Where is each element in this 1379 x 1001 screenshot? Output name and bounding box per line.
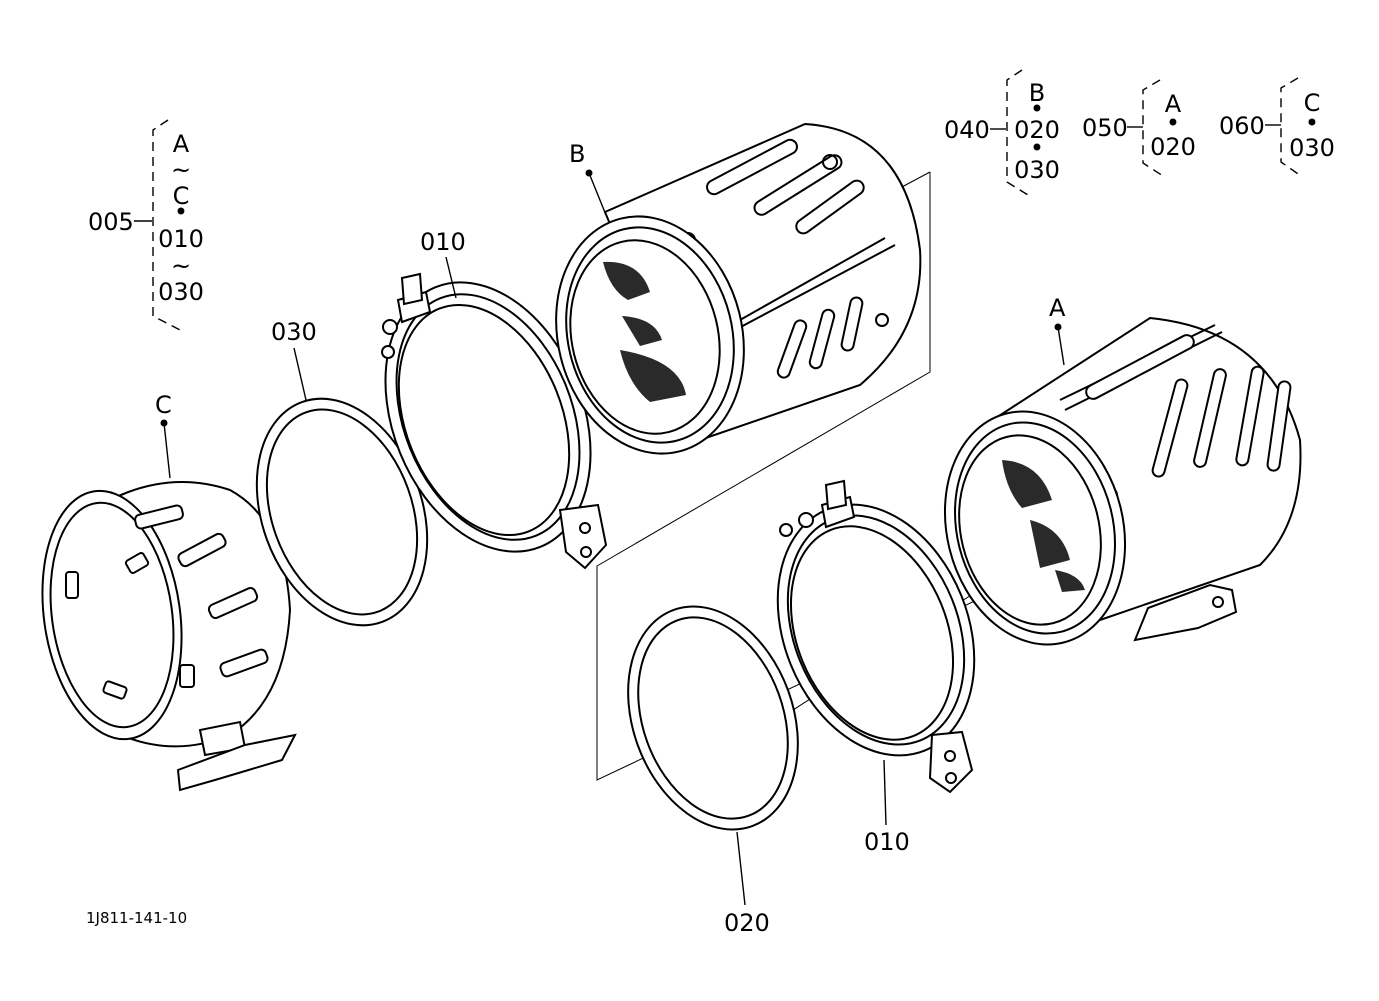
legend-005-line-4: • xyxy=(174,198,188,226)
callout-c-text: C xyxy=(155,391,172,419)
callout-part-c: C xyxy=(155,391,172,479)
part-a-cylinder xyxy=(943,316,1302,646)
callout-gasket-upper: 030 xyxy=(271,318,317,401)
part-b-cylinder xyxy=(555,122,922,455)
gasket-030 xyxy=(255,397,429,627)
clamp-010-lower xyxy=(776,479,976,794)
legend-050-line-1: A xyxy=(1165,90,1182,118)
legend-005-line-1: A xyxy=(173,130,190,158)
clamp-010-upper xyxy=(381,272,608,570)
gasket-020 xyxy=(627,605,799,831)
legend-005-line-6: ~ xyxy=(171,252,191,280)
legend-060-line-3: 030 xyxy=(1289,134,1335,162)
callout-gasket-lower: 020 xyxy=(724,831,770,937)
legend-005-ref: 005 xyxy=(88,208,134,236)
callout-gasket-lower-text: 020 xyxy=(724,909,770,937)
legend-050-line-3: 020 xyxy=(1150,133,1196,161)
legend-group-005: 005 A ~ C • 010 ~ 030 xyxy=(88,119,204,331)
part-c-end-cap xyxy=(41,481,297,792)
legend-040-ref: 040 xyxy=(944,116,990,144)
legend-005-line-3: C xyxy=(173,182,190,210)
legend-060-line-1: C xyxy=(1304,89,1321,117)
callout-part-b: B xyxy=(569,140,607,216)
legend-005-line-5: 010 xyxy=(158,225,204,253)
legend-040-line-5: 030 xyxy=(1014,156,1060,184)
callout-a-text: A xyxy=(1049,294,1066,322)
legend-060-ref: 060 xyxy=(1219,112,1265,140)
callout-gasket-upper-text: 030 xyxy=(271,318,317,346)
legend-005-line-2: ~ xyxy=(171,156,191,184)
legend-050-line-2: • xyxy=(1166,109,1180,137)
legend-040-line-4: • xyxy=(1030,134,1044,162)
callout-part-a: A xyxy=(1049,294,1066,366)
legend-040-line-3: 020 xyxy=(1014,116,1060,144)
legend-060-line-2: • xyxy=(1305,109,1319,137)
callout-clamp-lower-text: 010 xyxy=(864,828,910,856)
drawing-code: 1J811-141-10 xyxy=(86,909,187,927)
callout-b-text: B xyxy=(569,140,585,168)
legend-050-ref: 050 xyxy=(1082,114,1128,142)
legend-group-050: 050 A • 020 xyxy=(1082,79,1196,177)
callout-clamp-upper: 010 xyxy=(420,228,466,299)
callout-clamp-upper-text: 010 xyxy=(420,228,466,256)
legend-040-line-2: • xyxy=(1030,95,1044,123)
legend-040-line-1: B xyxy=(1029,79,1045,107)
legend-005-line-7: 030 xyxy=(158,278,204,306)
callout-clamp-lower: 010 xyxy=(864,759,910,856)
legend-group-060: 060 C • 030 xyxy=(1219,77,1335,177)
legend-group-040: 040 B • 020 • 030 xyxy=(944,69,1060,196)
